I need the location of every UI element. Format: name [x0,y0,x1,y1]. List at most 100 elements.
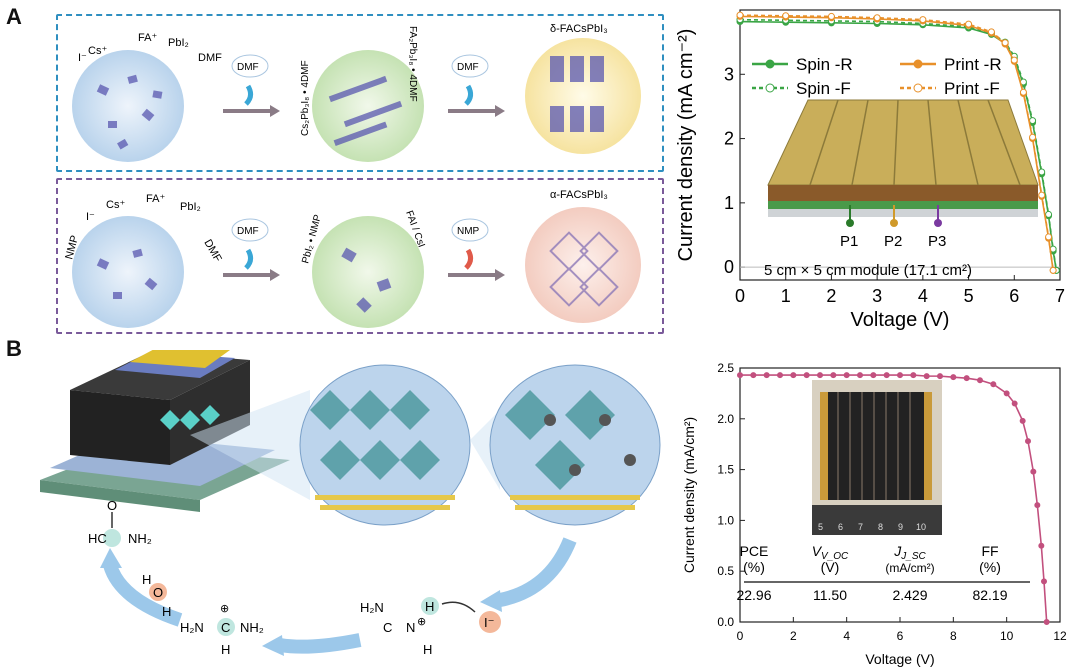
data-point-0 [1043,619,1050,625]
legend-marker-3 [913,83,923,93]
fa-nh2: NH₂ [240,620,264,635]
data-point-0 [777,372,783,379]
data-point-3 [919,16,927,24]
intermediate-circle [312,50,424,162]
fa-c: C [221,620,230,635]
data-point-0 [1038,542,1045,549]
intermediate-label-1: Cs₂Pb₃I₈ • 4DMF [300,60,311,136]
precursor-solution-circle [72,50,184,162]
module-inset: P1 P2 P3 [767,99,1039,250]
data-point-3 [987,28,995,36]
solvent-cloud-3 [231,218,269,242]
data-point-0 [883,372,890,379]
data-point-0 [870,372,877,379]
ruler-tick-8: 8 [878,522,883,532]
data-point-0 [1003,390,1010,397]
data-point-3 [736,11,744,19]
legend-label-3: Print -F [944,79,1000,98]
data-point-0 [990,381,997,388]
formamide-nh2: NH₂ [128,531,152,546]
data-point-1 [1038,168,1046,176]
fa-h2n: H₂N [180,620,204,635]
y-tick-label: 1 [724,193,734,213]
data-point-0 [750,372,757,379]
water-h1: H [142,572,151,587]
zoom-ellipse-2 [489,364,661,526]
plot-frame [739,9,1061,281]
data-point-3 [965,20,973,28]
precursor-solution-circle-2 [72,216,184,328]
module-photo-inset: 5 6 7 8 9 10 [812,380,942,535]
label-dmf: DMF [198,52,222,64]
inset-label-p3: P3 [928,233,946,250]
intermediate-label-2: FA₂Pb₃I₈ • 4DMF [407,26,418,102]
nh-plus: ⊕ [417,616,426,628]
data-point-0 [950,374,957,381]
data-point-3 [1001,39,1009,47]
label-iodide: I⁻ [78,52,87,64]
ruler-tick-5: 5 [818,522,823,532]
schematic-top-svg: I⁻ Cs⁺ FA⁺ PbI₂ DMF DMF Cs₂Pb₃I₈ • 4DMF … [72,23,641,162]
nh-h2n: H₂N [360,600,384,615]
x-tick-label: 10 [1000,629,1014,643]
inset-label-p2: P2 [884,233,902,250]
fa-h: H [221,642,230,657]
solvent-cloud-1 [231,54,269,78]
legend-label-1: Spin -F [796,79,851,98]
y-tick-label: 2.5 [717,361,734,375]
data-point-0 [790,372,797,379]
evaporation-arrow-4 [464,248,474,270]
data-point-3 [1045,233,1053,241]
y-tick-label: 2.0 [717,412,734,426]
formamide-hc: HC [88,531,107,546]
solvent-label-3: DMF [237,226,259,237]
data-point-0 [910,372,917,379]
product-circle [525,38,641,154]
legend-label-0: Spin -R [796,55,853,74]
y-tick-label: 1.0 [717,513,734,527]
data-point-0 [830,372,837,379]
y-axis-label: Current density (mA/cm²) [681,417,697,573]
module-annotation: 5 cm × 5 cm module (17.1 cm²) [764,262,972,279]
x-tick-label: 6 [897,629,904,643]
x-tick-label: 0 [735,286,745,306]
attack-arrow [441,601,476,613]
table-unit-ff: (%) [979,559,1001,575]
octahedra-1 [310,390,440,480]
y-tick-label: 0 [724,257,734,277]
legend-label-2: Print -R [944,55,1002,74]
table-header-jsc: JJ_SC [893,543,926,562]
data-point-3 [1019,88,1027,96]
data-point-0 [923,373,930,380]
data-point-3 [873,14,881,22]
y-tick-label: 2 [724,129,734,149]
x-tick-label: 0 [737,629,744,643]
water-h2: H [162,604,171,619]
label-pbi2: PbI₂ [168,37,189,49]
data-point-0 [897,372,903,379]
nh-n: N [406,620,415,635]
reaction-arrow-1 [498,537,577,607]
zoom-cone-1 [190,390,310,500]
solvent-cloud-4 [451,218,489,242]
evaporation-arrow-3 [244,248,254,270]
data-point-0 [817,372,823,379]
data-point-3 [782,12,790,20]
reaction-arrow-3 [103,562,183,627]
product-circle-2 [525,207,641,323]
y-tick-label: 0.5 [717,564,734,578]
legend-marker-0 [765,59,775,69]
legend-marker-2 [913,59,923,69]
x-tick-label: 4 [918,286,928,306]
label-pbi2-2: PbI₂ [180,201,201,213]
data-point-1 [1045,210,1053,218]
formamide-o: O [107,498,117,513]
legend-marker-1 [765,83,775,93]
inset-label-p1: P1 [840,233,858,250]
x-tick-label: 12 [1053,629,1067,643]
schematic-bottom-box: NMP I⁻ Cs⁺ FA⁺ PbI₂ DMF DMF PbI₂ • NMP F… [56,178,664,334]
data-point-0 [1041,578,1047,585]
schematic-top-box: I⁻ Cs⁺ FA⁺ PbI₂ DMF DMF Cs₂Pb₃I₈ • 4DMF … [56,14,664,172]
sam-molecules-1 [315,495,455,510]
